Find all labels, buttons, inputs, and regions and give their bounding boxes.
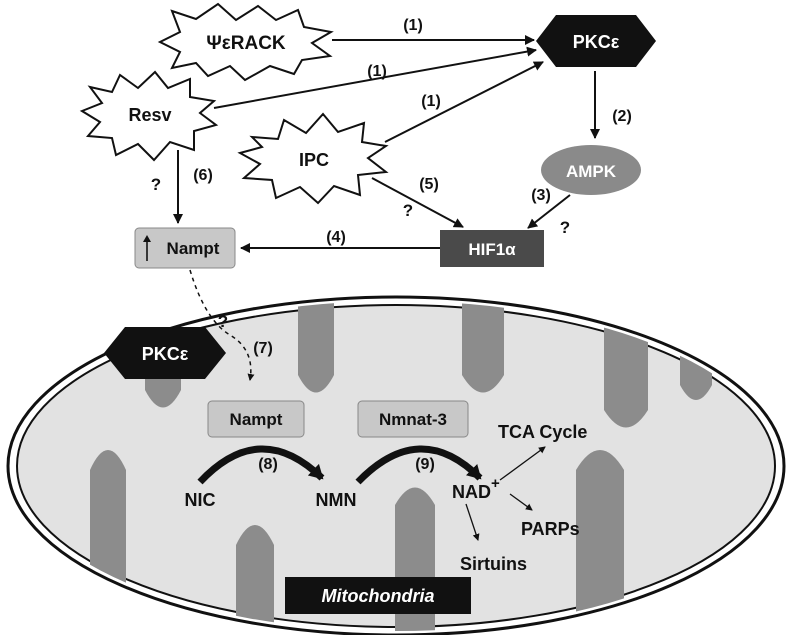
pkc-mito-label: PKCε — [142, 344, 189, 364]
uncertainty-marks: ? ? ? ? — [151, 175, 570, 331]
crista — [680, 301, 712, 400]
nampt-upregulated-label: Nampt — [167, 239, 220, 258]
pkc-mito-node: PKCε — [104, 327, 226, 379]
resv-node: Resv — [79, 70, 219, 162]
pkc-top-hexagon — [536, 15, 656, 67]
step-labels: (1) (1) (1) (2) (3) (4) (5) (6) (7) (8) … — [193, 17, 632, 473]
arrow-ipc-to-pkc — [384, 61, 544, 143]
step-8-label: (8) — [258, 456, 278, 473]
mitochondria-title: Mitochondria — [285, 577, 471, 614]
step-2-label: (2) — [612, 108, 632, 125]
crista — [90, 450, 126, 631]
step-1b-label: (1) — [367, 63, 387, 80]
arrow-ampk-to-hif — [527, 194, 571, 229]
mitochondria-title-box — [285, 577, 471, 614]
nmn-label: NMN — [316, 490, 357, 510]
pkc-top-label: PKCε — [573, 32, 620, 52]
tca-cycle-label: TCA Cycle — [498, 422, 587, 442]
step-4-label: (4) — [326, 229, 346, 246]
nampt-mito-label: Nampt — [230, 410, 283, 429]
arrow-ipc-to-hif — [371, 177, 464, 228]
resv-starburst — [79, 70, 219, 162]
nmnat3-box — [357, 400, 469, 438]
arrow-nad-to-parps — [509, 493, 533, 511]
nampt-upregulated-box — [134, 227, 236, 269]
step-7-label: (7) — [253, 340, 273, 357]
nad-label: NAD — [452, 482, 491, 502]
reaction-arrows — [197, 445, 546, 541]
psi-rack-node: ΨεRACK — [157, 2, 334, 82]
arrow-resv-to-pkc — [213, 46, 537, 109]
mitochondria-title-label: Mitochondria — [322, 586, 435, 606]
nad-superscript: + — [491, 475, 500, 492]
pkc-top-node: PKCε — [536, 15, 656, 67]
nic-label: NIC — [185, 490, 216, 510]
sirtuins-label: Sirtuins — [460, 554, 527, 574]
nampt-mito-box — [207, 400, 305, 438]
arrow-nmn-to-nad — [355, 445, 483, 485]
step-6-label: (6) — [193, 167, 213, 184]
crista — [236, 525, 274, 631]
nampt-upregulated-node: Nampt — [134, 227, 236, 269]
ipc-starburst — [237, 112, 389, 205]
nmnat3-node: Nmnat-3 — [357, 400, 469, 438]
ampk-label: AMPK — [566, 162, 617, 181]
question-ipc: ? — [403, 201, 413, 220]
nmnat3-label: Nmnat-3 — [379, 410, 447, 429]
crista — [604, 301, 648, 428]
metabolite-labels: NIC NMN NAD + TCA Cycle PARPs Sirtuins — [185, 422, 588, 574]
arrow-nampt-to-mito-dashed — [189, 269, 255, 381]
psi-rack-label: ΨεRACK — [206, 33, 286, 54]
ipc-label: IPC — [299, 150, 329, 170]
step-1a-label: (1) — [403, 17, 423, 34]
crista — [462, 301, 504, 393]
arrow-nad-to-sirtuins — [465, 503, 480, 541]
step-9-label: (9) — [415, 456, 435, 473]
step-1c-label: (1) — [421, 93, 441, 110]
pkc-mito-hexagon — [104, 327, 226, 379]
crista — [576, 450, 624, 631]
question-resv: ? — [151, 175, 161, 194]
nampt-mito-node: Nampt — [207, 400, 305, 438]
hif1a-node: HIF1α — [440, 230, 544, 267]
arrow-nic-to-nmn — [197, 445, 325, 485]
step-3-label: (3) — [531, 187, 551, 204]
ipc-node: IPC — [237, 112, 389, 205]
ampk-ellipse — [541, 145, 641, 195]
arrows — [173, 35, 600, 381]
hif1a-label: HIF1α — [468, 240, 516, 259]
resv-label: Resv — [128, 105, 171, 125]
question-pkc: ? — [218, 312, 228, 331]
hif1a-box — [440, 230, 544, 267]
arrow-nad-to-tca — [499, 446, 546, 481]
question-ampk: ? — [560, 218, 570, 237]
ampk-node: AMPK — [541, 145, 641, 195]
parps-label: PARPs — [521, 519, 580, 539]
crista — [298, 301, 334, 393]
up-arrow-icon — [143, 235, 151, 261]
step-5-label: (5) — [419, 176, 439, 193]
psi-rack-starburst — [157, 2, 334, 82]
